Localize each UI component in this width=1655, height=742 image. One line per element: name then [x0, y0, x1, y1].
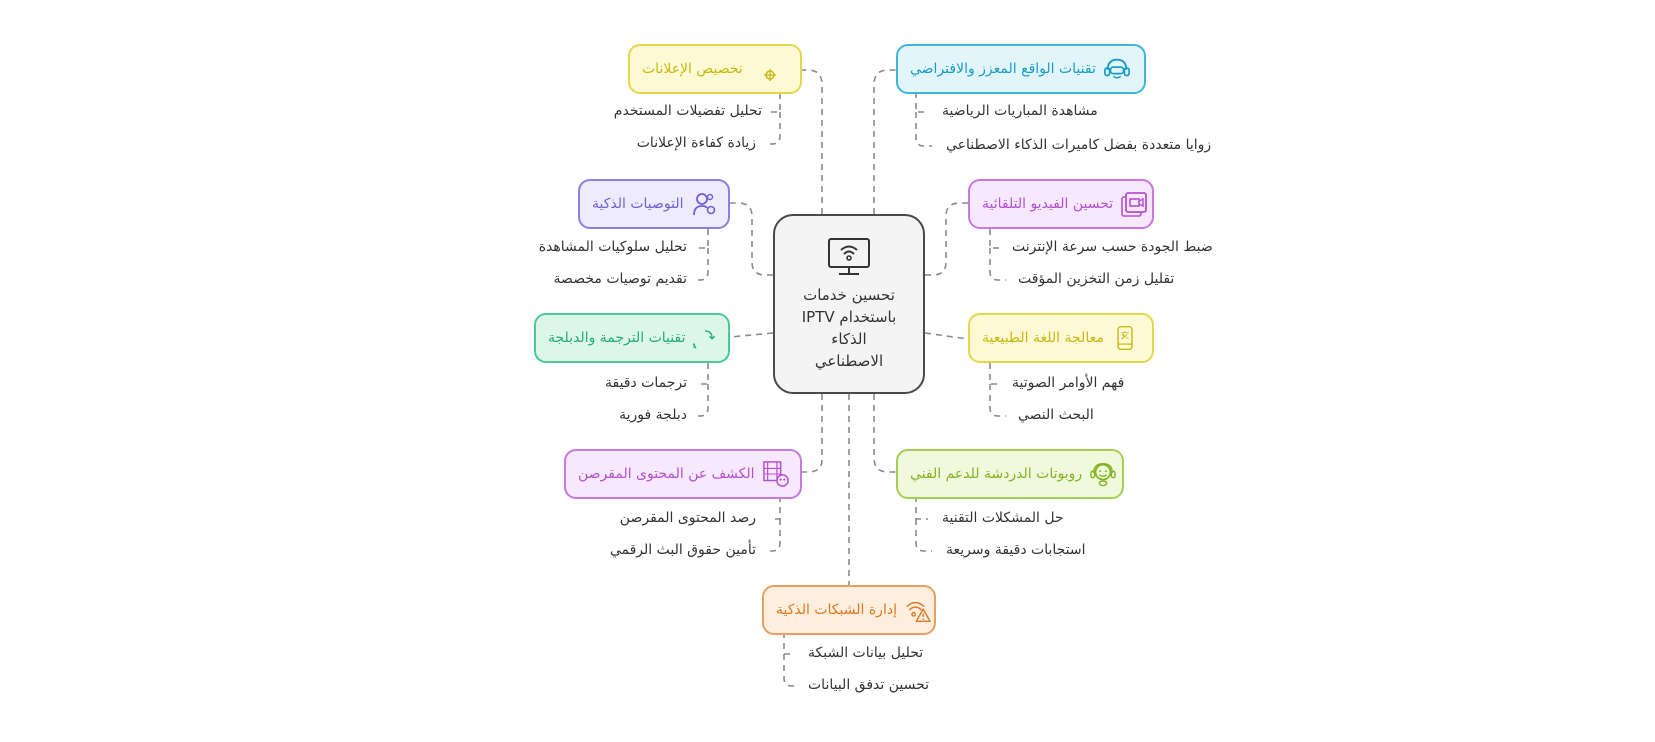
- branch-label: تقنيات الواقع المعزز والافتراضي: [910, 61, 1096, 77]
- leaf-item: تحليل سلوكيات المشاهدة: [538, 239, 687, 255]
- branch-label: التوصيات الذكية: [592, 196, 684, 212]
- wifi-warning-icon: [905, 597, 931, 623]
- film-pirate-icon: [762, 461, 789, 487]
- central-topic-node[interactable]: تحسين خدمات باستخدام IPTV الذكاء الاصطنا…: [773, 214, 925, 394]
- leaf-item: استجابات دقيقة وسريعة: [946, 542, 1086, 558]
- leaf-item: تأمين حقوق البث الرقمي: [609, 542, 756, 558]
- branch-node-ad-personalization[interactable]: AD تخصيص الإعلانات: [628, 44, 802, 94]
- hi-hola-translate-icon: HI HOLA: [693, 325, 719, 351]
- branch-label: معالجة اللغة الطبيعية: [982, 330, 1104, 346]
- branch-label: تحسين الفيديو التلقائية: [982, 196, 1114, 212]
- branch-label: الكشف عن المحتوى المقرصن: [578, 466, 755, 482]
- branch-node-ar-vr[interactable]: تقنيات الواقع المعزز والافتراضي: [896, 44, 1146, 94]
- leaf-item: تقديم توصيات مخصصة: [553, 271, 687, 287]
- branch-node-piracy-detection[interactable]: الكشف عن المحتوى المقرصن: [564, 449, 802, 499]
- phone-translate-icon: A 文: [1112, 325, 1138, 351]
- branch-node-video-optimization[interactable]: تحسين الفيديو التلقائية: [968, 179, 1154, 229]
- leaf-item: مشاهدة المباريات الرياضية: [942, 103, 1098, 119]
- user-gear-icon: [692, 191, 718, 217]
- leaf-item: حل المشكلات التقنية: [942, 510, 1064, 526]
- leaf-item: رصد المحتوى المقرصن: [619, 510, 756, 526]
- leaf-item: زيادة كفاءة الإعلانات: [636, 135, 756, 151]
- center-title-line-1: تحسين خدمات: [803, 286, 895, 304]
- center-title-line-4: الاصطناعي: [814, 352, 884, 370]
- leaf-item: دبلجة فورية: [619, 407, 687, 423]
- leaf-item: البحث النصي: [1018, 407, 1094, 423]
- branch-node-smart-recommendations[interactable]: التوصيات الذكية: [578, 179, 730, 229]
- support-bot-icon: [1090, 461, 1116, 487]
- leaf-item: ترجمات دقيقة: [604, 375, 687, 391]
- branch-label: تقنيات الترجمة والدبلجة: [548, 330, 686, 346]
- branch-node-smart-networks[interactable]: إدارة الشبكات الذكية: [762, 585, 936, 635]
- svg-text:HOLA: HOLA: [693, 342, 697, 350]
- branch-label: روبوتات الدردشة للدعم الفني: [910, 466, 1083, 482]
- video-layers-icon: [1121, 191, 1148, 217]
- center-title-line-2: باستخدام IPTV: [801, 308, 897, 326]
- center-title-line-3: الذكاء: [831, 330, 867, 348]
- leaf-item: تحسين تدفق البيانات: [808, 677, 930, 693]
- leaf-item: زوايا متعددة بفضل كاميرات الذكاء الاصطنا…: [946, 137, 1212, 153]
- leaf-item: فهم الأوامر الصوتية: [1012, 375, 1125, 391]
- branch-node-translation-dubbing[interactable]: HI HOLA تقنيات الترجمة والدبلجة: [534, 313, 730, 363]
- smart-tv-wifi-icon: [828, 238, 870, 275]
- vr-headset-icon: [1103, 56, 1130, 82]
- branch-node-support-chatbots[interactable]: روبوتات الدردشة للدعم الفني: [896, 449, 1124, 499]
- branch-label: تخصيص الإعلانات: [642, 61, 743, 77]
- branch-label: إدارة الشبكات الذكية: [776, 602, 897, 618]
- leaf-item: تقليل زمن التخزين المؤقت: [1018, 271, 1175, 287]
- svg-text:文: 文: [1121, 329, 1130, 341]
- branch-node-nlp[interactable]: A 文 معالجة اللغة الطبيعية: [968, 313, 1154, 363]
- ad-target-icon: AD: [751, 56, 777, 82]
- leaf-item: تحليل تفضيلات المستخدم: [613, 103, 762, 119]
- leaf-item: ضبط الجودة حسب سرعة الإنترنت: [1012, 239, 1213, 255]
- leaf-item: تحليل بيانات الشبكة: [808, 645, 924, 661]
